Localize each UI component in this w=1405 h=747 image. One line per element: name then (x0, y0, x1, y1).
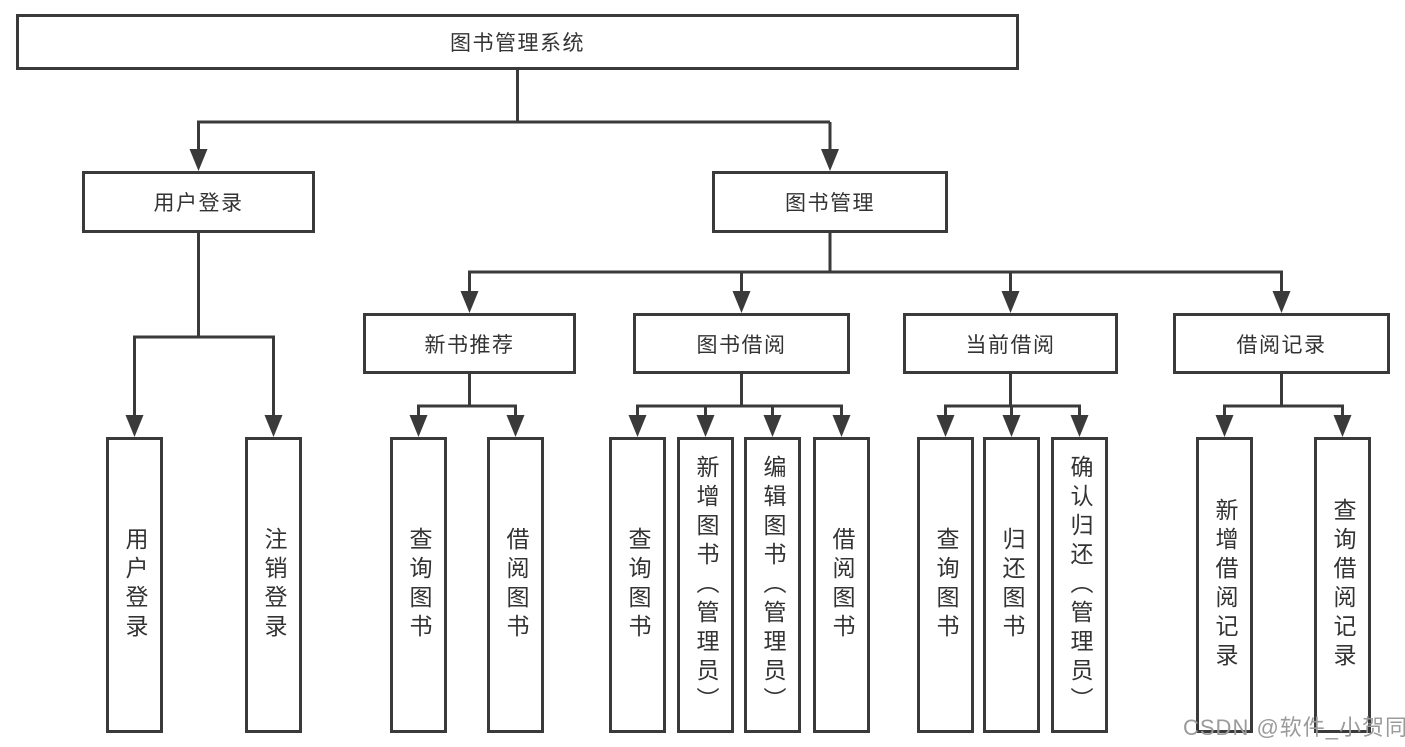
leaf-add-book-admin: 新增图书（管理员） (677, 437, 734, 733)
node-library-management-system: 图书管理系统 (16, 14, 1019, 70)
leaf-return-books: 归还图书 (983, 437, 1040, 733)
leaf-add-borrow-record: 新增借阅记录 (1196, 437, 1253, 733)
node-label: 借阅图书 (503, 527, 529, 643)
leaf-query-books-recommend: 查询图书 (390, 437, 447, 733)
node-label: 借阅图书 (829, 527, 855, 643)
node-book-management: 图书管理 (712, 171, 948, 233)
node-label: 编辑图书（管理员） (760, 454, 786, 716)
node-borrowing-records: 借阅记录 (1173, 313, 1390, 374)
node-label: 新书推荐 (424, 333, 515, 357)
leaf-query-borrow-record: 查询借阅记录 (1314, 437, 1371, 733)
node-label: 当前借阅 (965, 333, 1056, 357)
node-label: 查询借阅记录 (1330, 498, 1356, 672)
node-current-borrowing: 当前借阅 (903, 313, 1118, 374)
node-label: 图书管理系统 (450, 32, 585, 55)
arrowheads (125, 149, 1352, 437)
node-label: 图书借阅 (696, 333, 787, 357)
node-label: 借阅记录 (1236, 333, 1327, 357)
node-new-book-recommend: 新书推荐 (363, 313, 576, 374)
leaf-query-books-borrowing: 查询图书 (609, 437, 666, 733)
node-label: 查询图书 (625, 527, 651, 643)
node-label: 用户登录 (122, 527, 148, 643)
leaf-query-books-current: 查询图书 (917, 437, 974, 733)
leaf-confirm-return-admin: 确认归还（管理员） (1051, 437, 1108, 733)
leaf-logout: 注销登录 (245, 437, 302, 733)
leaf-borrow-books-recommend: 借阅图书 (487, 437, 544, 733)
node-label: 查询图书 (406, 527, 432, 643)
node-label: 新增图书（管理员） (693, 454, 719, 716)
watermark: CSDN @软件_小贺同学 (1183, 715, 1405, 740)
leaf-borrow-books: 借阅图书 (813, 437, 870, 733)
node-label: 注销登录 (261, 527, 287, 643)
node-book-borrowing: 图书借阅 (633, 313, 850, 374)
node-label: 图书管理 (785, 192, 875, 215)
node-label: 归还图书 (999, 527, 1025, 643)
leaf-edit-book-admin: 编辑图书（管理员） (744, 437, 801, 733)
node-label: 新增借阅记录 (1212, 498, 1238, 672)
node-user-login: 用户登录 (82, 171, 315, 233)
node-label: 用户登录 (153, 192, 244, 215)
leaf-user-login: 用户登录 (106, 437, 163, 733)
node-label: 查询图书 (933, 527, 959, 643)
node-label: 确认归还（管理员） (1067, 454, 1093, 716)
